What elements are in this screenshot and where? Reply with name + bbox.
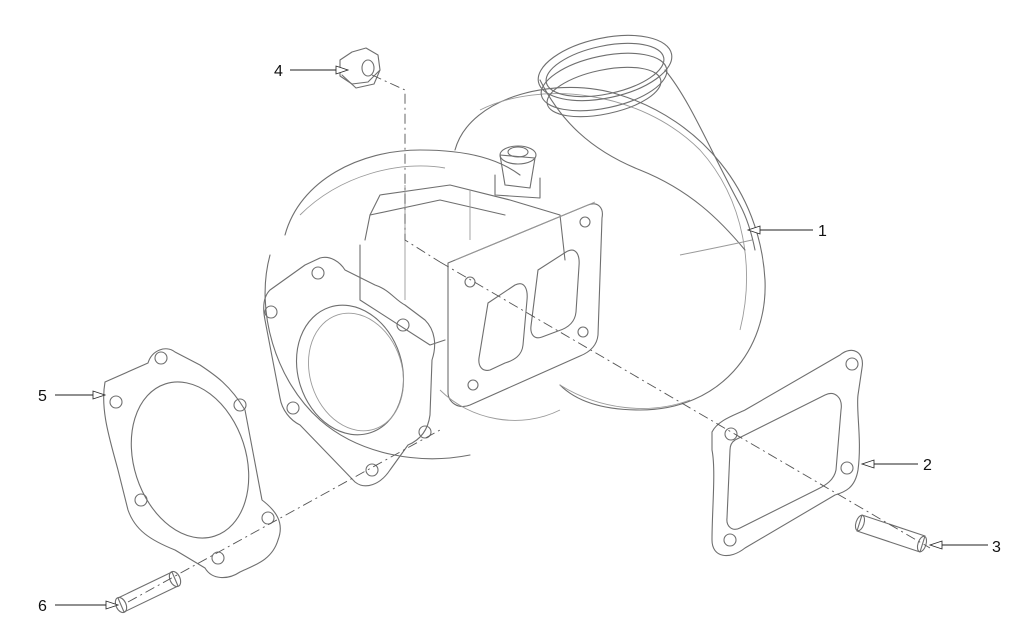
callout-5: 5 (38, 388, 47, 405)
turbocharger-assembly (263, 34, 766, 487)
assembly-center-lines (127, 74, 931, 603)
callout-2: 2 (923, 457, 932, 474)
callout-1: 1 (818, 223, 827, 240)
turbine-flange-gasket (711, 349, 863, 557)
dowel-pin-left (114, 570, 182, 614)
callout-6: 6 (38, 598, 47, 615)
dowel-pin-right (854, 514, 928, 553)
callout-leaders (55, 65, 988, 610)
callout-4: 4 (274, 63, 283, 80)
callout-3: 3 (992, 539, 1001, 556)
compressor-flange-gasket (103, 348, 281, 579)
flange-nut (339, 47, 381, 89)
